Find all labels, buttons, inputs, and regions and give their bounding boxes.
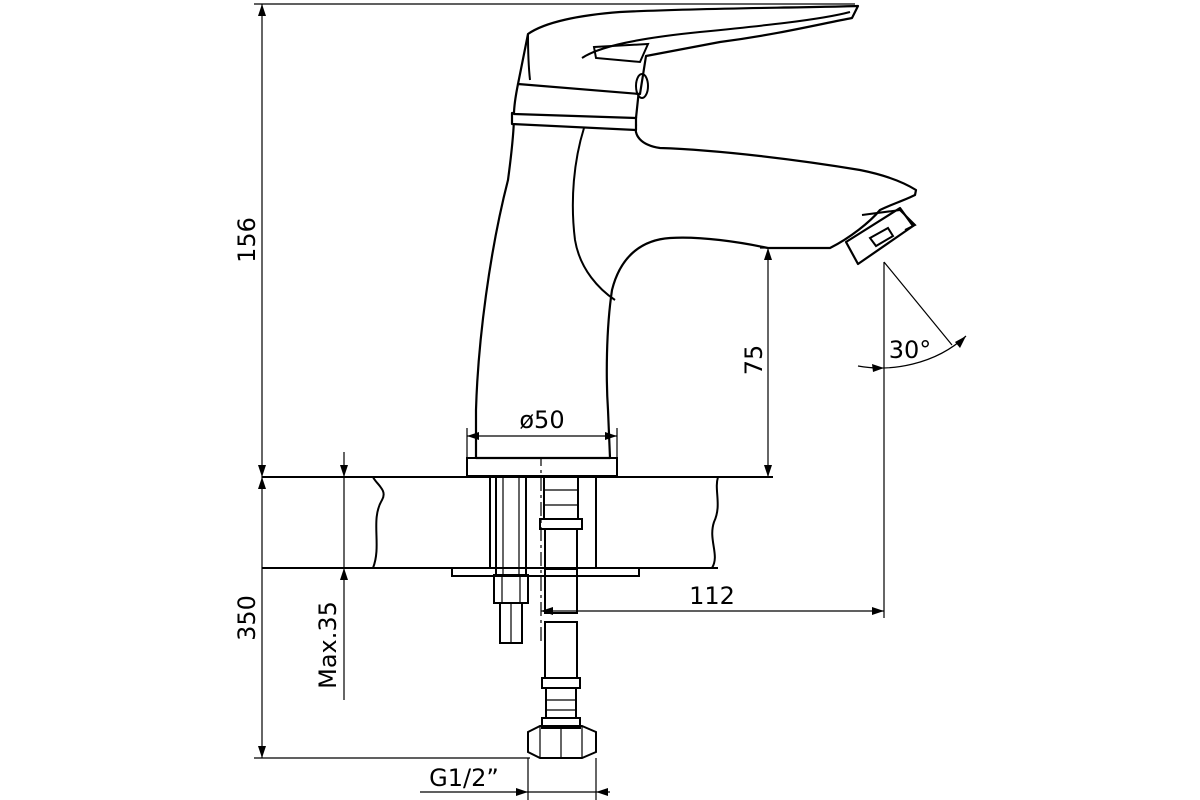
dimension-75-label: 75 — [740, 345, 768, 376]
supply-hose — [527, 476, 597, 759]
dimension-350-label: 350 — [233, 595, 261, 641]
dimension-diameter-50-label: ø50 — [519, 406, 564, 434]
countertop-section — [262, 476, 773, 569]
faucet-body — [466, 4, 918, 477]
threaded-stud — [493, 476, 529, 644]
dimension-112-label: 112 — [689, 582, 735, 610]
dimension-max35-label: Max.35 — [314, 601, 342, 689]
dimension-156-label: 156 — [233, 217, 261, 263]
dimension-thread-label: G1/2” — [429, 764, 499, 792]
dimension-angle-label: 30° — [889, 336, 932, 364]
dimension-lines — [254, 3, 967, 800]
